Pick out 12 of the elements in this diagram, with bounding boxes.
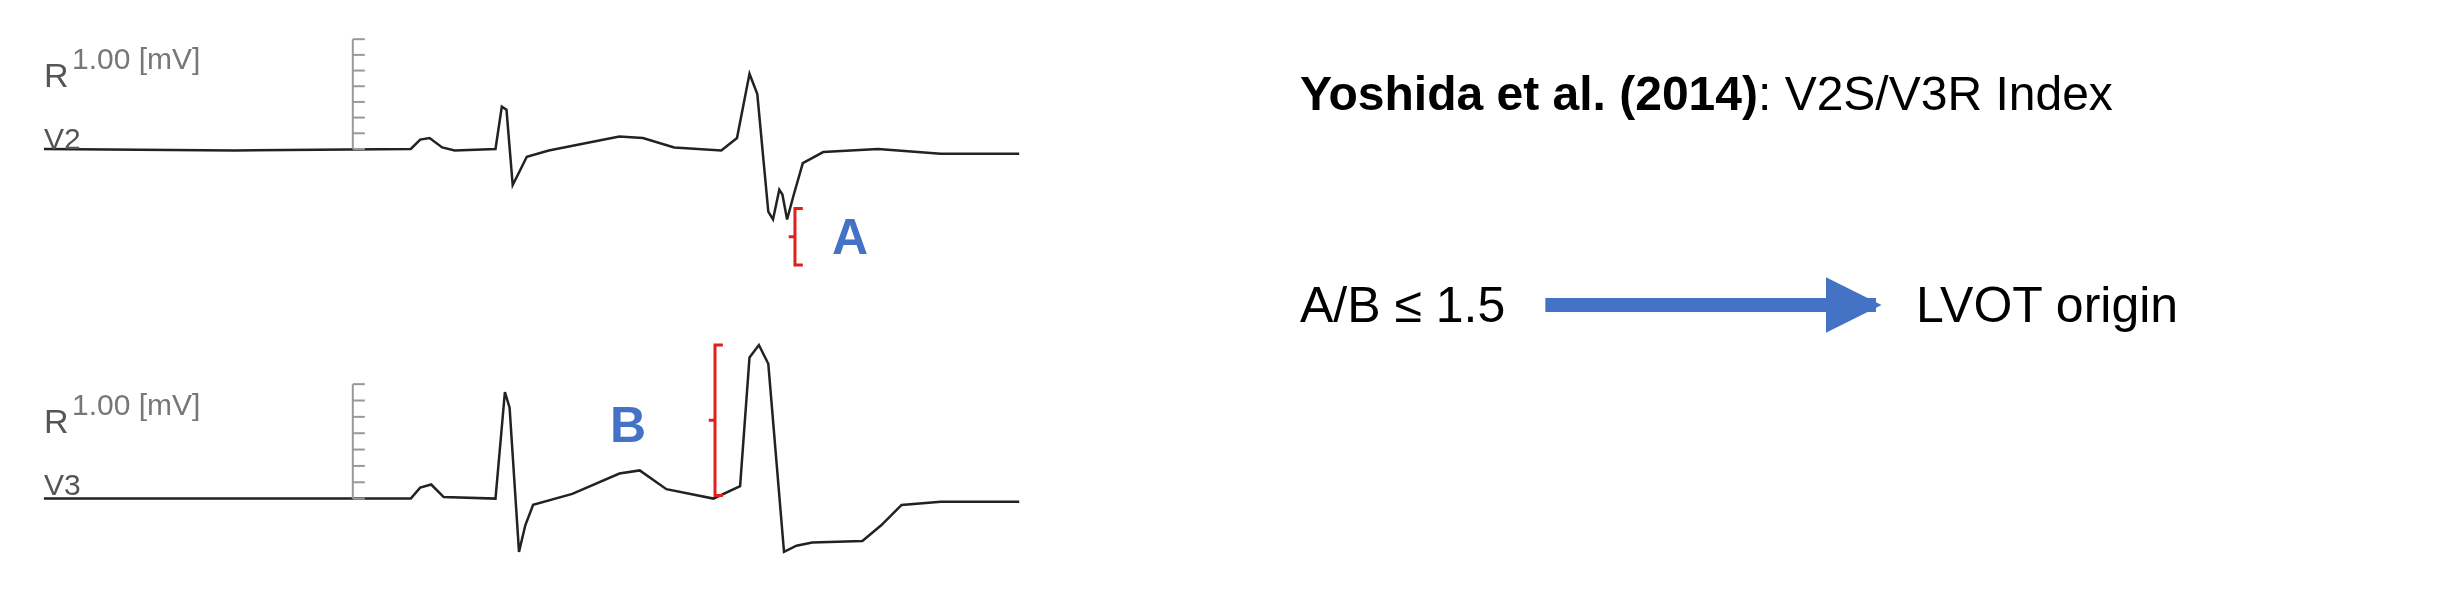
measurement-letter: B [610, 400, 647, 450]
measurement-letter: A [832, 212, 869, 262]
heading: Yoshida et al. (2014): V2S/V3R Index [1300, 70, 2113, 118]
amplitude-scale-label: 1.00 [mV] [72, 44, 201, 74]
lead-label: V3 [44, 470, 81, 500]
amplitude-scale-label: 1.00 [mV] [72, 390, 201, 420]
lead-polarity-label: R [44, 404, 69, 438]
lead-label: V2 [44, 124, 81, 154]
lead-polarity-label: R [44, 58, 69, 92]
criterion-text: A/B ≤ 1.5 [1300, 280, 1506, 330]
arrow [1545, 277, 1882, 333]
criterion-text: LVOT origin [1916, 280, 2179, 330]
